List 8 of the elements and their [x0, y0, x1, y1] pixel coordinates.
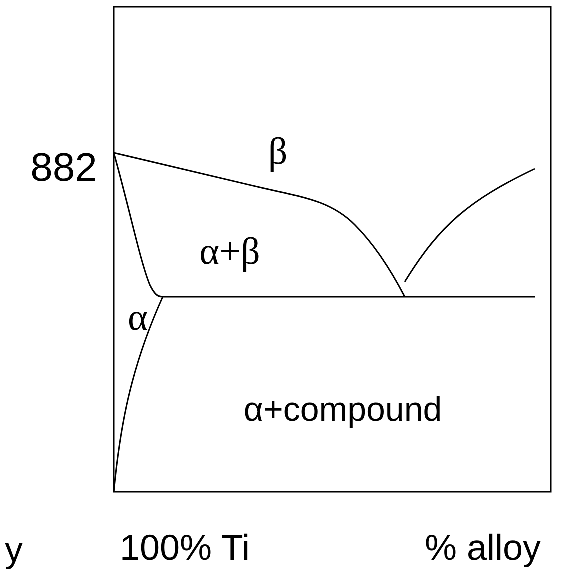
phase-region-label: α	[128, 299, 148, 337]
axis-label: y	[5, 532, 23, 568]
phase-region-label: β	[268, 133, 288, 171]
temperature-value-label: 882	[30, 148, 98, 188]
axis-label: 100% Ti	[120, 530, 250, 566]
axis-label: % alloy	[424, 530, 542, 566]
phase-region-label: α+β	[200, 233, 260, 271]
phase-region-label: α+compound	[244, 393, 442, 427]
